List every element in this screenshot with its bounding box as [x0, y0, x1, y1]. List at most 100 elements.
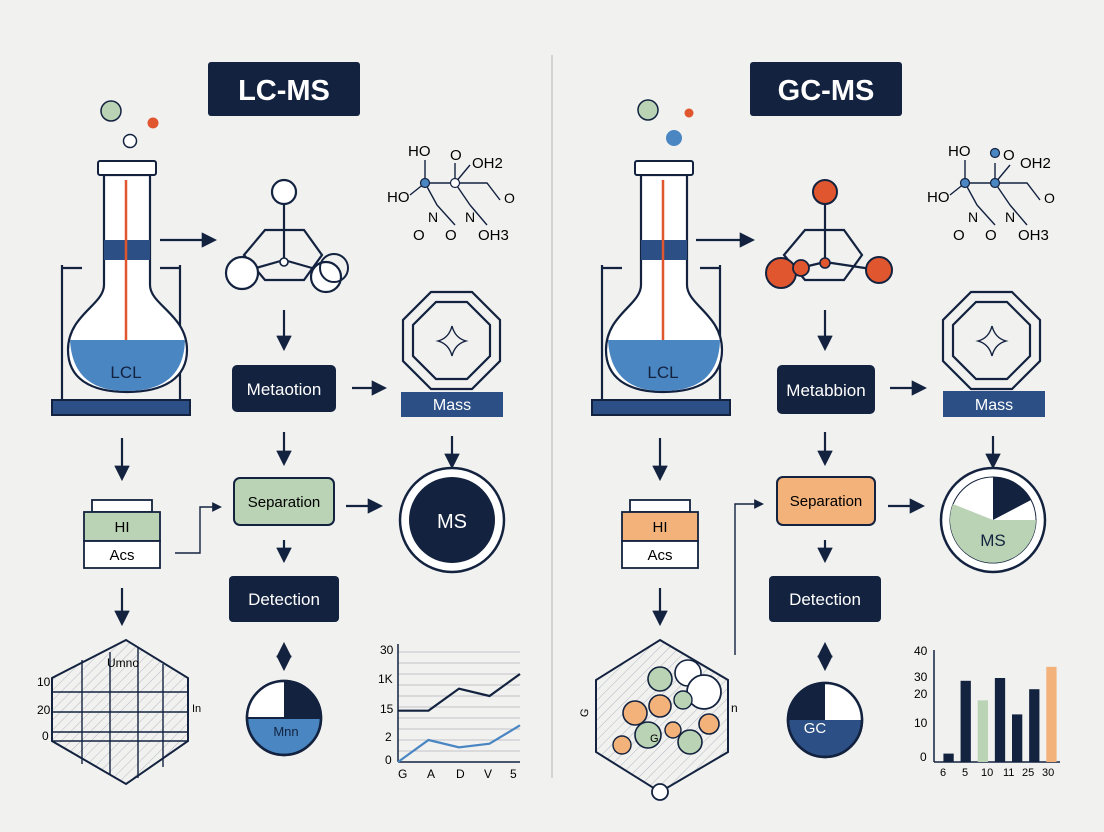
gc-bar-xtick-2: 10	[981, 767, 993, 779]
lc-flask-label: LCL	[110, 363, 141, 382]
gc-hex-left-label: G	[578, 708, 591, 719]
gc-bar-ytick-0: 40	[914, 644, 928, 658]
lc-separation-box	[233, 477, 335, 526]
lc-bubble-orange-icon	[147, 117, 159, 129]
lc-metabolite-box	[232, 365, 336, 412]
lc-grid-side-label: In	[192, 703, 201, 715]
gc-chem-oh2: OH2	[1020, 155, 1051, 172]
gc-pie-icon	[786, 681, 864, 759]
lc-sample-top-label: HI	[115, 519, 130, 536]
gc-arrow-card-sep	[734, 499, 764, 655]
gc-bar-5	[1029, 689, 1040, 762]
lc-line-xtick-4: 5	[510, 767, 517, 781]
lc-title: LC-MS	[238, 75, 330, 107]
lc-bubble-green-icon	[100, 100, 122, 122]
gc-bar-2	[977, 700, 988, 762]
gc-detection-box	[769, 576, 881, 622]
lc-chem-oh2: OH2	[472, 155, 503, 172]
gc-bar-xtick-3: 11	[1003, 767, 1014, 779]
lc-line-ytick-0: 30	[380, 643, 394, 657]
gc-section: GC-MS LCL	[578, 62, 1060, 801]
gc-octagon-icon	[941, 290, 1042, 391]
gc-bar-ytick-3: 10	[914, 716, 928, 730]
lc-flask-icon	[51, 160, 191, 416]
gc-sample-top-label: HI	[653, 519, 668, 536]
lc-line-series-0	[398, 673, 521, 712]
lc-line-xtick-2: D	[456, 767, 465, 781]
lc-ms-label: MS	[437, 511, 467, 533]
gc-sample-top	[621, 511, 699, 542]
gc-hex-right-label: n	[731, 701, 738, 715]
lc-line-ytick-4: 0	[385, 753, 392, 767]
gc-sample-bottom	[621, 540, 699, 569]
lc-chem-oh3: OH3	[478, 227, 509, 244]
lc-separation-label: Separation	[248, 494, 321, 511]
lc-grid-tick-10: 10	[37, 675, 51, 689]
gc-bar-xtick-0: 6	[940, 767, 946, 779]
lc-chem-ho2: HO	[387, 189, 410, 206]
gc-chem-ho2: HO	[927, 189, 950, 206]
lc-detection-label: Detection	[248, 590, 320, 609]
lc-octagon-icon	[401, 290, 502, 391]
gc-chem-ho1: HO	[948, 143, 971, 160]
lc-chem-o2: O	[504, 190, 515, 206]
gc-bar-3	[994, 678, 1006, 762]
gc-bar-ytick-4: 0	[920, 750, 927, 764]
lc-mass-box	[401, 392, 503, 417]
gc-chem-structure: HO HO O OH2 O O N O N OH3	[927, 143, 1055, 244]
gc-title-box	[750, 62, 902, 116]
lc-line-ytick-2: 15	[380, 702, 394, 716]
gc-sample-cap	[629, 499, 691, 513]
gc-hex-inner-label: G	[650, 733, 659, 745]
gc-bar-xtick-1: 5	[962, 767, 968, 779]
lc-line-xtick-3: V	[484, 767, 492, 781]
gc-chem-oh3: OH3	[1018, 227, 1049, 244]
lc-line-series-1	[397, 724, 521, 763]
gc-molecule-icon	[765, 179, 893, 289]
gc-bar-xtick-4: 25	[1022, 767, 1034, 779]
lc-ms-core	[409, 477, 495, 563]
gc-separation-box	[776, 476, 876, 526]
gc-pie-label: GC	[804, 720, 827, 737]
lc-chem-ho1: HO	[408, 143, 431, 160]
gc-chem-n1: N	[968, 209, 978, 225]
gc-bar-ytick-1: 30	[914, 670, 928, 684]
lc-line-chart	[397, 644, 521, 763]
gc-bubble-orange-icon	[684, 108, 694, 118]
gc-chem-n2: N	[1005, 209, 1015, 225]
gc-title: GC-MS	[778, 75, 875, 107]
lc-grid-title: Umno	[107, 656, 139, 670]
lc-line-ytick-3: 2	[385, 730, 392, 744]
gc-bar-xtick-5: 30	[1042, 767, 1054, 779]
gc-bar-4	[1012, 714, 1023, 762]
lc-arrow-card-sep	[175, 502, 222, 554]
lc-pie-icon	[245, 679, 323, 757]
gc-metabolite-label: Metabbion	[786, 381, 865, 400]
lc-chem-n2: N	[465, 209, 475, 225]
gc-chem-o4: O	[985, 227, 997, 244]
lc-bubble-white-icon	[122, 133, 138, 149]
lc-section: LC-MS LCL	[37, 62, 521, 786]
gc-chem-o1: O	[1003, 147, 1015, 164]
gc-ms-pie-icon	[939, 466, 1047, 574]
gc-detection-label: Detection	[789, 590, 861, 609]
lc-chem-n1: N	[428, 209, 438, 225]
gc-chem-o3: O	[953, 227, 965, 244]
gc-mass-label: Mass	[975, 397, 1013, 414]
lc-line-xtick-0: G	[398, 767, 407, 781]
lc-pie-label: Mnn	[273, 724, 298, 739]
gc-bubble-blue-icon	[666, 130, 682, 146]
lc-line-xtick-1: A	[427, 767, 435, 781]
lc-grid-tick-0: 0	[42, 729, 49, 743]
lc-mass-label: Mass	[433, 397, 471, 414]
gc-bubble-green-icon	[637, 99, 659, 121]
lc-chem-structure: HO HO O OH2 O O N O N OH3	[387, 143, 515, 244]
lc-sample-cap	[91, 499, 153, 513]
gc-ms-label: MS	[980, 531, 1006, 550]
gc-sample-bottom-label: Acs	[647, 547, 672, 564]
lc-chem-o4: O	[445, 227, 457, 244]
lc-sample-bottom-label: Acs	[109, 547, 134, 564]
gc-cluster-hexagon	[595, 638, 729, 801]
gc-chem-o2: O	[1044, 190, 1055, 206]
